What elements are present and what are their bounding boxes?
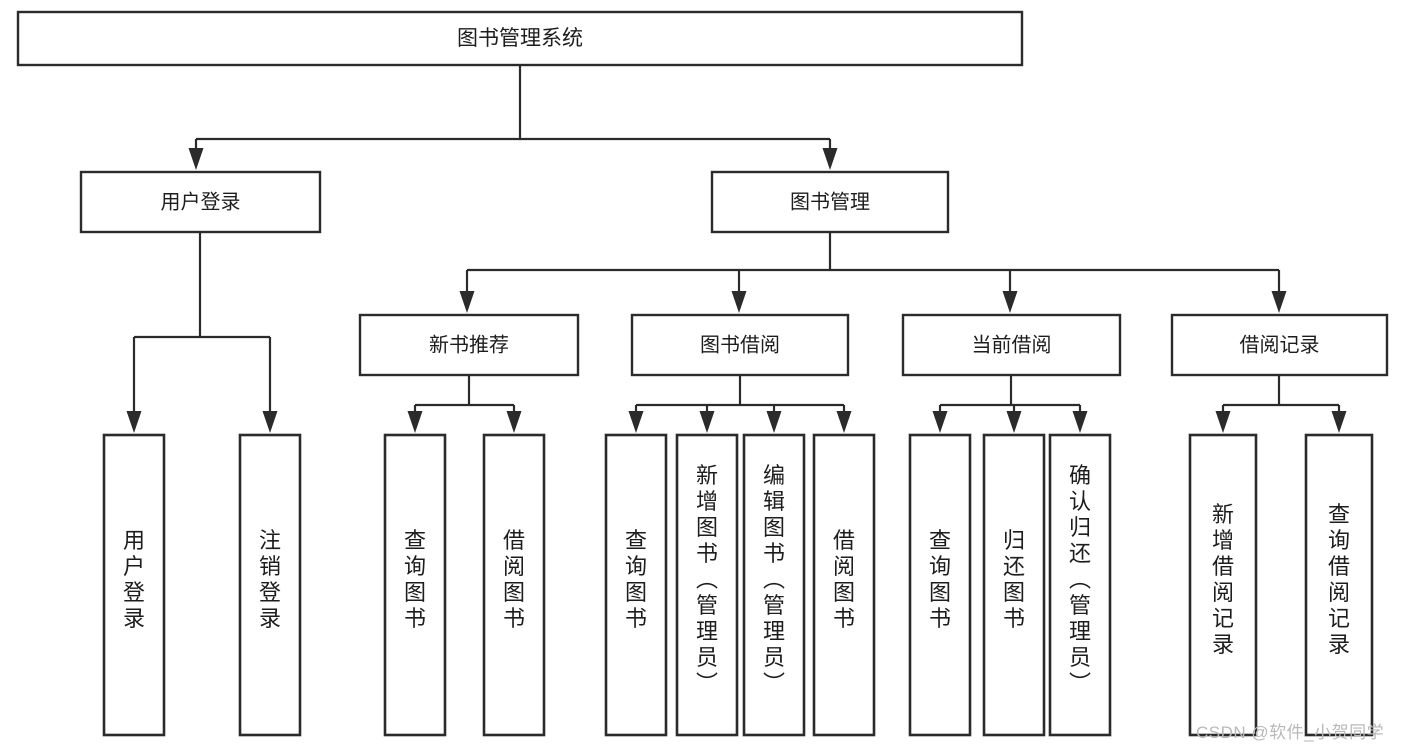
arrow-head-icon xyxy=(836,411,852,433)
node-box[interactable] xyxy=(16,10,1024,67)
node-box[interactable] xyxy=(79,170,322,234)
arrow-head-icon xyxy=(188,148,204,170)
leaf-node-label: 查询图书 xyxy=(929,528,951,631)
node-box[interactable] xyxy=(742,433,806,737)
arrow-head-icon xyxy=(459,291,475,313)
node-box[interactable] xyxy=(630,313,850,377)
leaf-node-leaf-user-login[interactable]: 用户登录 xyxy=(102,433,166,737)
node-box[interactable] xyxy=(358,313,580,377)
leaf-node-leaf-add-book[interactable]: 新增图书︵管理员︶ xyxy=(675,433,739,737)
node-label: 新书推荐 xyxy=(429,333,509,356)
node-label: 图书管理系统 xyxy=(457,27,583,50)
leaf-node-label: 编辑图书︵管理员︶ xyxy=(763,463,785,696)
node-box[interactable] xyxy=(383,433,447,737)
leaf-node-label: 确认归还︵管理员︶ xyxy=(1069,463,1091,696)
leaf-node-label: 归还图书 xyxy=(1003,528,1025,631)
connector-bus-borrow-record xyxy=(1215,375,1347,433)
leaf-node-leaf-logout[interactable]: 注销登录 xyxy=(238,433,302,737)
leaf-node-leaf-query-book-3[interactable]: 查询图书 xyxy=(908,433,972,737)
leaf-node-leaf-borrow-book-1[interactable]: 借阅图书 xyxy=(482,433,546,737)
arrow-head-icon xyxy=(1271,291,1287,313)
leaf-node-label: 借阅图书 xyxy=(503,528,525,631)
leaf-node-leaf-query-book-1[interactable]: 查询图书 xyxy=(383,433,447,737)
leaf-node-leaf-confirm-return[interactable]: 确认归还︵管理员︶ xyxy=(1048,433,1112,737)
node-box[interactable] xyxy=(102,433,166,737)
node-box[interactable] xyxy=(982,433,1046,737)
arrow-head-icon xyxy=(766,411,782,433)
node-box[interactable] xyxy=(710,170,950,234)
arrow-head-icon xyxy=(699,411,715,433)
leaf-node-label: 借阅图书 xyxy=(833,528,855,631)
node-book-management[interactable]: 图书管理 xyxy=(710,170,950,234)
node-label: 图书管理 xyxy=(790,190,870,213)
leaf-node-leaf-add-record[interactable]: 新增借阅记录 xyxy=(1188,433,1258,737)
connector-bus-book-mgmt xyxy=(459,232,1287,313)
leaf-node-label: 用户登录 xyxy=(123,528,145,631)
node-borrow-record[interactable]: 借阅记录 xyxy=(1170,313,1389,377)
leaf-node-leaf-query-book-2[interactable]: 查询图书 xyxy=(604,433,668,737)
arrow-head-icon xyxy=(932,411,948,433)
node-box[interactable] xyxy=(812,433,876,737)
node-current-borrow[interactable]: 当前借阅 xyxy=(901,313,1122,377)
node-box[interactable] xyxy=(1304,433,1374,737)
node-label: 当前借阅 xyxy=(972,333,1052,356)
node-book-borrow[interactable]: 图书借阅 xyxy=(630,313,850,377)
node-label: 用户登录 xyxy=(161,190,241,213)
arrow-head-icon xyxy=(628,411,644,433)
leaf-node-leaf-edit-book[interactable]: 编辑图书︵管理员︶ xyxy=(742,433,806,737)
node-box[interactable] xyxy=(908,433,972,737)
arrow-head-icon xyxy=(1072,411,1088,433)
leaf-node-leaf-query-record[interactable]: 查询借阅记录 xyxy=(1304,433,1374,737)
connector-bus-current-borrow xyxy=(932,375,1088,433)
arrow-head-icon xyxy=(126,411,142,433)
node-box[interactable] xyxy=(238,433,302,737)
arrow-head-icon xyxy=(1002,291,1018,313)
leaf-node-label: 查询图书 xyxy=(404,528,426,631)
node-root[interactable]: 图书管理系统 xyxy=(16,10,1024,67)
connector-bus-root xyxy=(188,65,838,170)
leaf-node-label: 查询图书 xyxy=(625,528,647,631)
node-label: 借阅记录 xyxy=(1240,333,1320,356)
node-box[interactable] xyxy=(1048,433,1112,737)
leaf-node-label: 新增图书︵管理员︶ xyxy=(696,463,718,696)
leaf-node-label: 新增借阅记录 xyxy=(1212,502,1234,657)
node-user-login[interactable]: 用户登录 xyxy=(79,170,322,234)
node-layer: 图书管理系统用户登录图书管理新书推荐图书借阅当前借阅借阅记录用户登录注销登录查询… xyxy=(16,10,1389,737)
arrow-head-icon xyxy=(822,148,838,170)
connector-bus-new-book xyxy=(407,375,522,433)
node-new-book-recommend[interactable]: 新书推荐 xyxy=(358,313,580,377)
node-box[interactable] xyxy=(901,313,1122,377)
connector-bus-book-borrow xyxy=(628,375,852,433)
csdn-watermark: CSDN @软件_小贺同学 xyxy=(1196,723,1385,742)
node-box[interactable] xyxy=(1170,313,1389,377)
leaf-node-leaf-return-book[interactable]: 归还图书 xyxy=(982,433,1046,737)
arrow-head-icon xyxy=(1215,411,1231,433)
arrow-head-icon xyxy=(262,411,278,433)
leaf-node-label: 查询借阅记录 xyxy=(1328,502,1350,657)
arrow-head-icon xyxy=(506,411,522,433)
node-label: 图书借阅 xyxy=(700,333,780,356)
leaf-node-label: 注销登录 xyxy=(259,528,281,631)
node-box[interactable] xyxy=(675,433,739,737)
arrow-head-icon xyxy=(407,411,423,433)
arrow-head-icon xyxy=(1006,411,1022,433)
node-box[interactable] xyxy=(482,433,546,737)
arrow-head-icon xyxy=(1331,411,1347,433)
connector-bus-user-login xyxy=(126,232,278,433)
node-box[interactable] xyxy=(1188,433,1258,737)
connector-layer xyxy=(126,65,1347,433)
node-box[interactable] xyxy=(604,433,668,737)
leaf-node-leaf-borrow-book-2[interactable]: 借阅图书 xyxy=(812,433,876,737)
arrow-head-icon xyxy=(731,291,747,313)
